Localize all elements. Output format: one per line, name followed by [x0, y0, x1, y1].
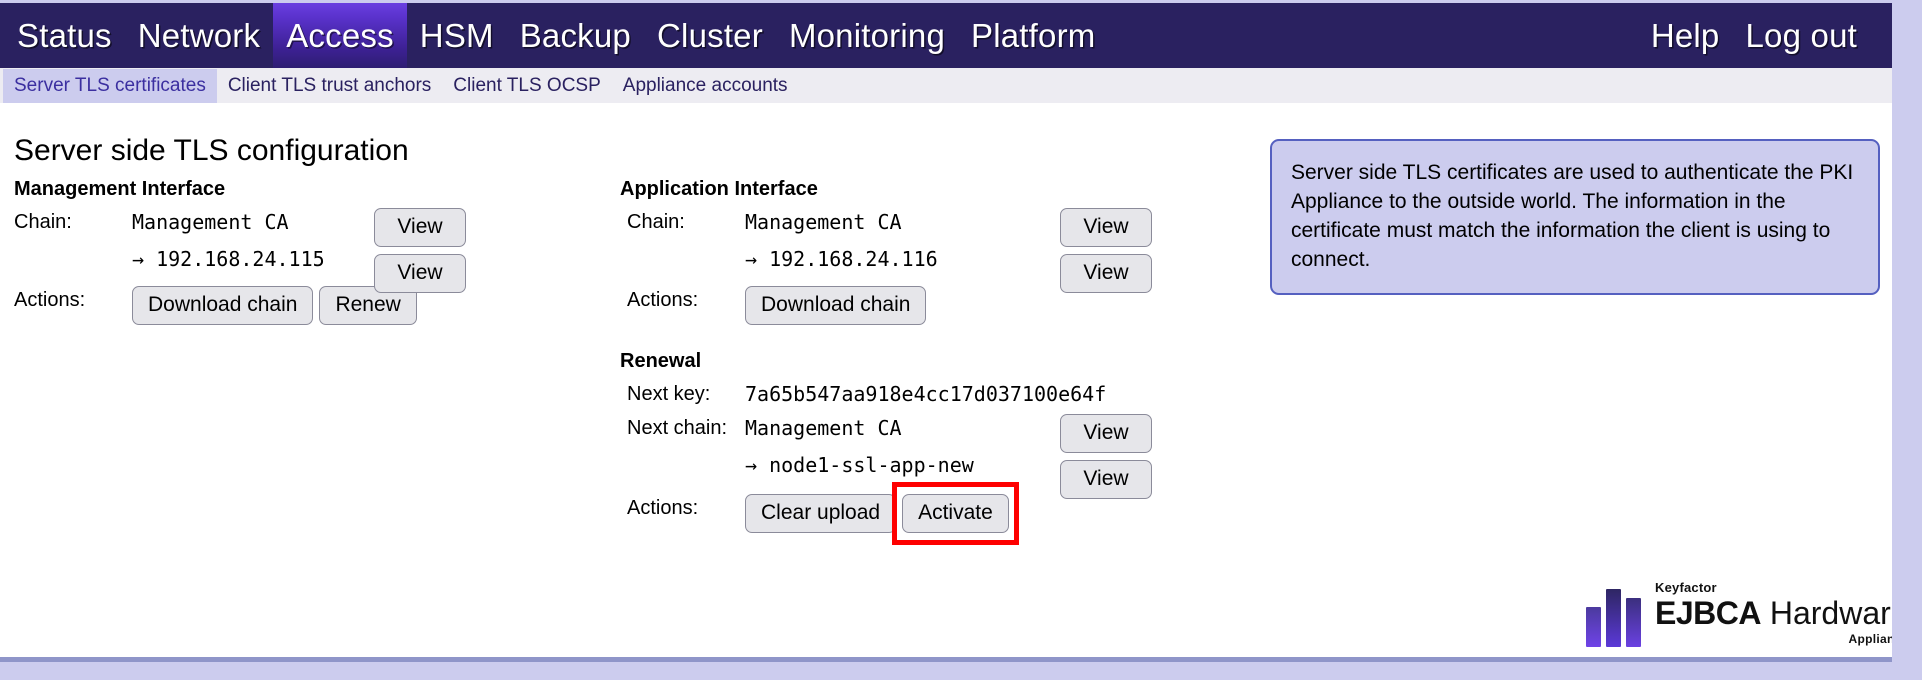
application-chain-values: Management CA → 192.168.24.116 [745, 208, 938, 273]
application-action-buttons: Download chain [745, 286, 927, 325]
product-logo: Keyfactor EJBCA Hardware Appliance [1586, 580, 1909, 647]
management-chain-label: Chain: [14, 211, 72, 233]
nav-item-hsm[interactable]: HSM [419, 17, 494, 54]
logo-wordmark: Keyfactor EJBCA Hardware Appliance [1655, 580, 1909, 647]
application-actions-row: Actions: Download chain [620, 286, 1106, 325]
primary-navigation: Status Network Access HSM Backup Cluster… [0, 0, 1892, 68]
logo-product: EJBCA Hardware [1655, 595, 1909, 631]
renewal-next-chain-leaf: → node1-ssl-app-new [745, 453, 974, 477]
renewal-view-ca-button[interactable]: View [1060, 414, 1152, 453]
renewal-view-buttons: View View [1060, 414, 1152, 506]
footer-divider [0, 657, 1892, 662]
renewal-actions-row: Actions: Clear upload Activate [620, 482, 1106, 545]
renewal-activate-wrapper: Activate [892, 482, 1019, 545]
management-action-buttons: Download chain Renew [132, 286, 417, 325]
application-chain-ca: Management CA [745, 210, 902, 234]
renewal-next-chain-label: Next chain: [627, 417, 728, 439]
management-chain-leaf: → 192.168.24.115 [132, 247, 325, 271]
management-renew-button[interactable]: Renew [319, 286, 417, 325]
management-chain-row: Chain: Management CA → 192.168.24.115 Vi… [14, 208, 466, 293]
nav-item-platform[interactable]: Platform [971, 17, 1096, 54]
nav-item-monitoring[interactable]: Monitoring [788, 17, 946, 54]
primary-nav-utility-items: Help Log out [1638, 3, 1892, 68]
management-download-chain-button[interactable]: Download chain [132, 286, 314, 325]
nav-item-cluster[interactable]: Cluster [657, 17, 763, 54]
nav-item-network[interactable]: Network [137, 17, 261, 54]
logo-bar-3 [1626, 598, 1641, 647]
management-actions-label: Actions: [14, 289, 86, 311]
application-chain-row: Chain: Management CA → 192.168.24.116 Vi… [620, 208, 1152, 293]
application-view-leaf-button[interactable]: View [1060, 254, 1152, 293]
management-chain-ca: Management CA [132, 210, 289, 234]
secondary-navigation: Server TLS certificates Client TLS trust… [0, 68, 1892, 103]
management-actions-row: Actions: Download chain Renew [14, 286, 417, 325]
renewal-heading: Renewal [620, 350, 702, 372]
logo-bar-2 [1606, 589, 1621, 647]
nav-item-help[interactable]: Help [1650, 17, 1720, 54]
application-view-buttons: View View [1060, 208, 1152, 300]
management-view-buttons: View View [374, 208, 466, 300]
renewal-next-chain-ca: Management CA [745, 416, 902, 440]
nav-item-backup[interactable]: Backup [519, 17, 631, 54]
nav-item-status[interactable]: Status [17, 17, 112, 54]
nav-item-log-out[interactable]: Log out [1745, 17, 1857, 54]
primary-nav-items: Status Network Access HSM Backup Cluster… [0, 3, 1108, 68]
page-title: Server side TLS configuration [14, 134, 409, 167]
renewal-next-chain-row: Next chain: Management CA → node1-ssl-ap… [620, 414, 1152, 499]
management-chain-values: Management CA → 192.168.24.115 [132, 208, 325, 273]
renewal-actions-label: Actions: [627, 497, 699, 519]
renewal-next-chain-values: Management CA → node1-ssl-app-new [745, 414, 974, 479]
main-content: Server side TLS configuration Management… [0, 103, 1892, 657]
subnav-item-client-tls-trust-anchors[interactable]: Client TLS trust anchors [227, 74, 432, 96]
logo-brand: Keyfactor [1655, 580, 1717, 595]
application-interface-heading: Application Interface [620, 178, 818, 200]
keyfactor-mark-icon [1586, 589, 1641, 647]
renewal-next-key-row: Next key: 7a65b547aa918e4cc17d037100e64f [620, 380, 1106, 408]
logo-product-bold: EJBCA [1655, 595, 1761, 631]
subnav-item-server-tls-certificates[interactable]: Server TLS certificates [3, 68, 217, 103]
renewal-section: Renewal Next key: 7a65b547aa918e4cc17d03… [620, 350, 1152, 545]
application-chain-leaf: → 192.168.24.116 [745, 247, 938, 271]
renewal-next-key-label: Next key: [627, 383, 711, 405]
info-panel-text: Server side TLS certificates are used to… [1291, 161, 1854, 271]
renewal-next-key-value: 7a65b547aa918e4cc17d037100e64f [745, 382, 1107, 406]
subnav-item-appliance-accounts[interactable]: Appliance accounts [622, 74, 788, 96]
renewal-clear-upload-button[interactable]: Clear upload [745, 494, 897, 533]
management-interface-heading: Management Interface [14, 178, 226, 200]
application-actions-label: Actions: [627, 289, 699, 311]
renewal-action-buttons: Clear upload Activate [745, 482, 1019, 545]
logo-subtitle: Appliance [1848, 632, 1909, 646]
application-download-chain-button[interactable]: Download chain [745, 286, 927, 325]
application-view-ca-button[interactable]: View [1060, 208, 1152, 247]
management-view-ca-button[interactable]: View [374, 208, 466, 247]
subnav-item-client-tls-ocsp[interactable]: Client TLS OCSP [453, 74, 601, 96]
management-view-leaf-button[interactable]: View [374, 254, 466, 293]
footer-strip [0, 662, 1892, 680]
nav-item-access[interactable]: Access [273, 3, 407, 68]
renewal-view-leaf-button[interactable]: View [1060, 460, 1152, 499]
application-chain-label: Chain: [627, 211, 685, 233]
logo-product-light: Hardware [1760, 595, 1909, 631]
application-interface-section: Application Interface Chain: Management … [620, 178, 1152, 545]
info-panel: Server side TLS certificates are used to… [1270, 139, 1880, 295]
renewal-activate-button[interactable]: Activate [902, 494, 1009, 533]
logo-bar-1 [1586, 607, 1601, 647]
management-interface-section: Management Interface Chain: Management C… [14, 178, 466, 325]
